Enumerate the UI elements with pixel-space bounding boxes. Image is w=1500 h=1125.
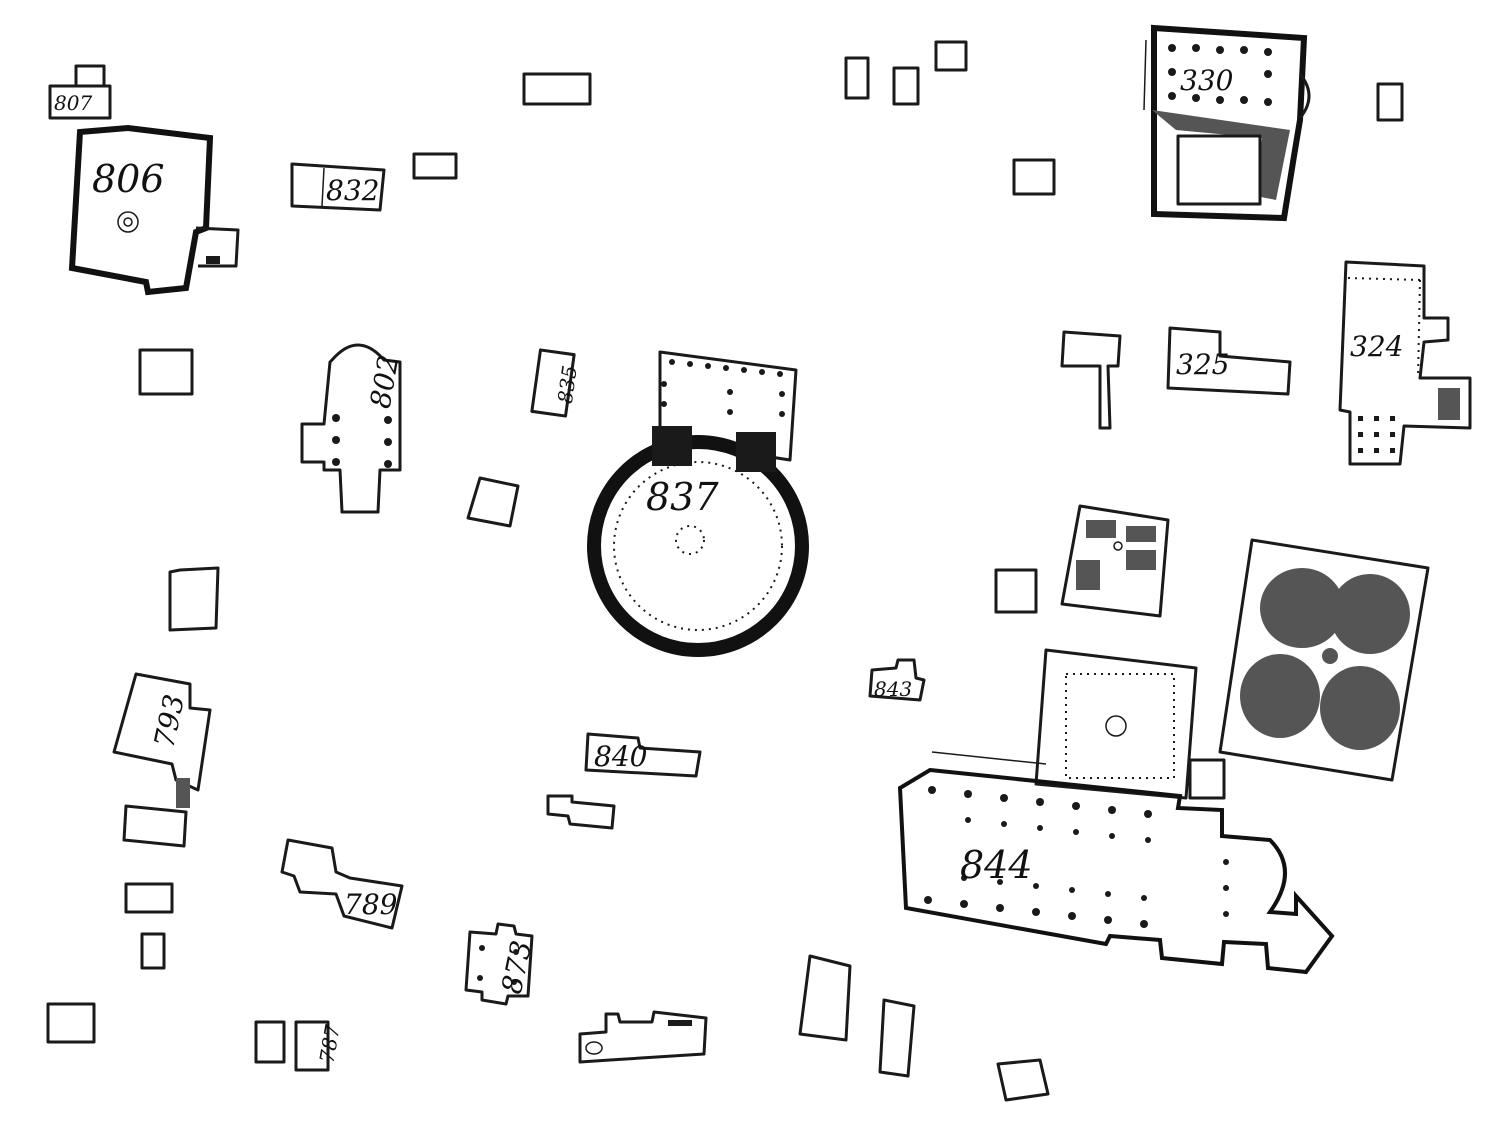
small-building	[878, 998, 916, 1078]
label-806: 806	[92, 157, 165, 201]
small-building	[168, 566, 220, 632]
building-837: 837	[587, 350, 809, 657]
building-330: 330	[1143, 24, 1311, 222]
building-802: 802	[300, 343, 405, 514]
garden-large	[1218, 538, 1430, 782]
small-building	[140, 932, 166, 970]
small-building	[124, 882, 174, 914]
column-grid	[332, 414, 392, 468]
label-832: 832	[326, 174, 379, 207]
small-building	[46, 1002, 96, 1044]
building-325: 325	[1166, 326, 1292, 396]
small-building	[546, 794, 616, 830]
small-building	[1376, 82, 1404, 122]
small-building	[798, 954, 852, 1042]
column-grid	[924, 786, 1229, 928]
label-843: 843	[874, 677, 912, 701]
building-787: 787	[294, 1020, 345, 1072]
garden-small	[1060, 504, 1170, 618]
small-building	[254, 1020, 286, 1064]
column-grid	[661, 359, 785, 417]
small-building	[934, 40, 968, 72]
label-844: 844	[960, 843, 1033, 887]
long-building	[578, 1010, 708, 1064]
small-building	[122, 804, 188, 848]
small-building	[996, 1058, 1050, 1102]
l-shaped-building	[1060, 330, 1122, 430]
small-building	[994, 568, 1038, 614]
building-844: 844	[897, 648, 1335, 975]
building-873: 873	[464, 922, 538, 1006]
small-building	[412, 152, 458, 180]
label-787: 787	[314, 1023, 344, 1065]
column-grid	[1358, 416, 1395, 453]
building-835: 835	[530, 348, 582, 418]
label-835: 835	[553, 364, 582, 405]
small-building	[892, 66, 920, 106]
building-806: 806	[68, 124, 240, 296]
column-grid	[1168, 44, 1272, 106]
label-840: 840	[594, 740, 647, 773]
small-building	[466, 476, 520, 528]
small-building	[844, 56, 870, 100]
building-843: 843	[868, 658, 926, 702]
small-building	[138, 348, 194, 396]
building-807: 807	[48, 64, 112, 120]
building-789: 789	[280, 838, 404, 930]
building-324: 324	[1338, 260, 1472, 466]
small-building	[1012, 158, 1056, 196]
building-832: 832	[290, 162, 386, 212]
label-324: 324	[1350, 330, 1403, 363]
label-330: 330	[1180, 64, 1233, 97]
label-325: 325	[1176, 348, 1229, 381]
building-793: 793	[112, 672, 212, 808]
small-building	[522, 72, 592, 106]
label-873: 873	[495, 938, 538, 997]
label-789: 789	[344, 888, 397, 921]
label-793: 793	[148, 692, 191, 751]
label-837: 837	[646, 475, 719, 519]
label-807: 807	[54, 91, 92, 115]
building-840: 840	[584, 732, 702, 778]
